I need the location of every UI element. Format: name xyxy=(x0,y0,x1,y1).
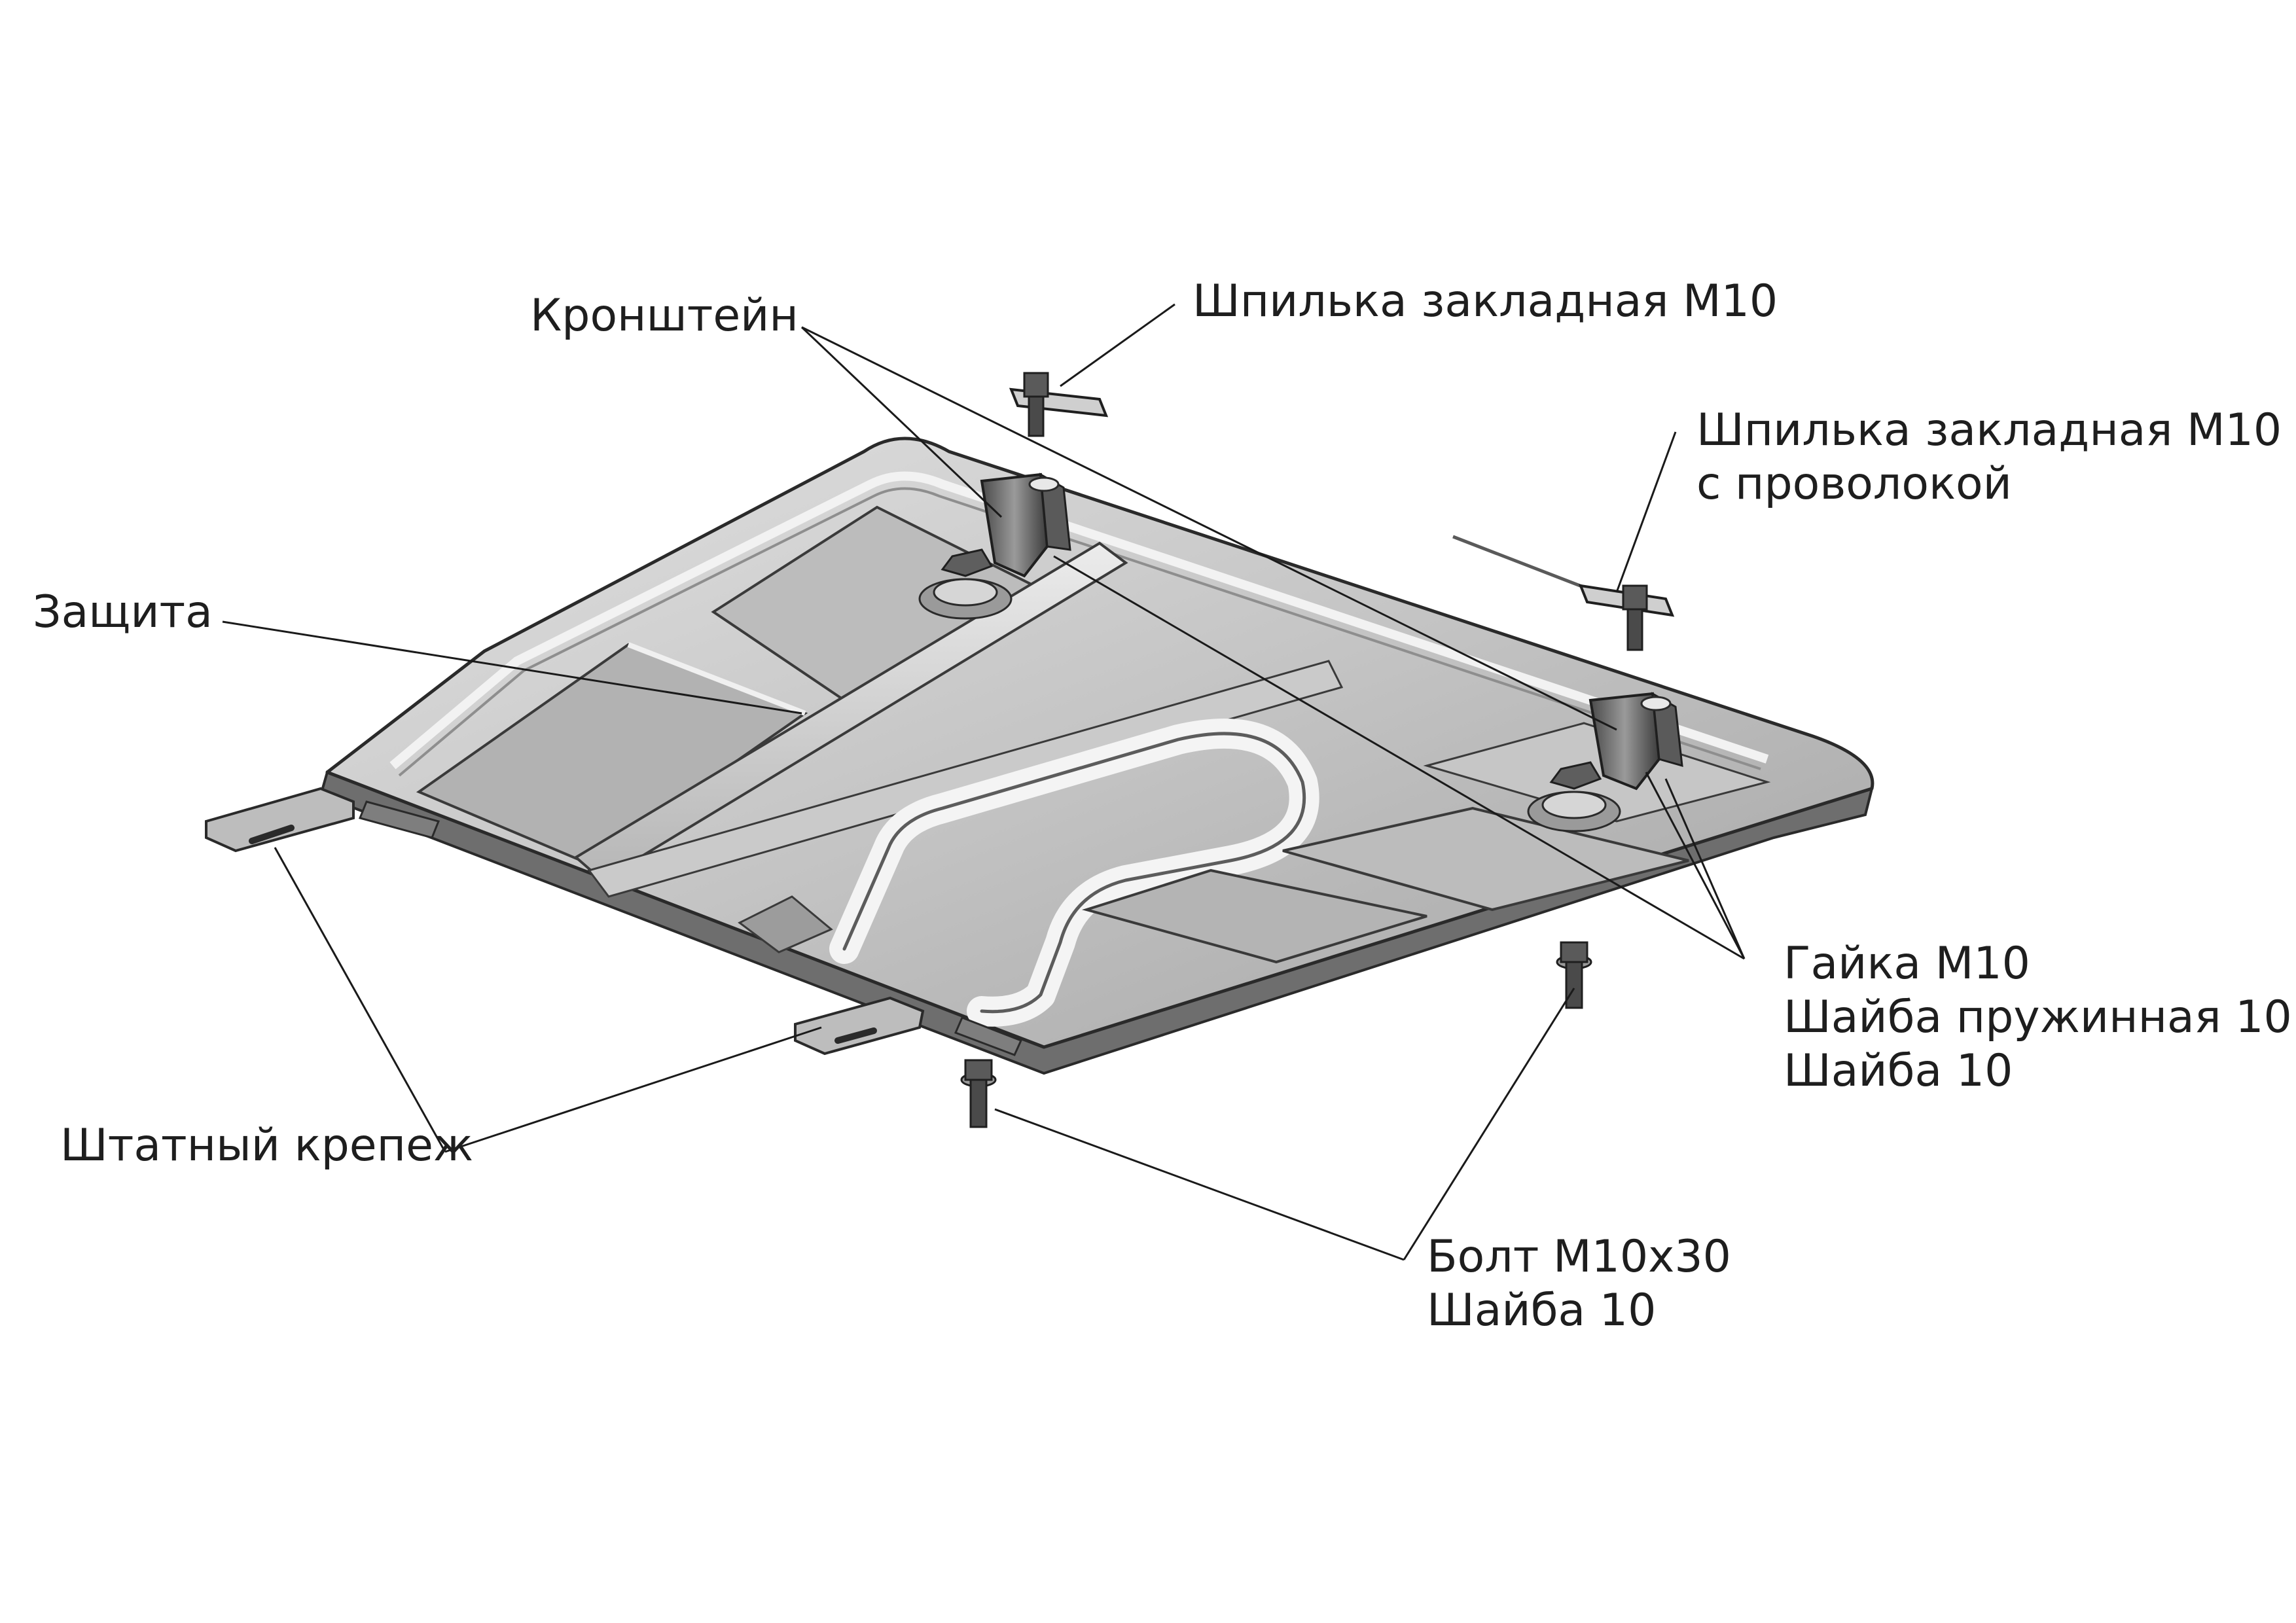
bolt-m10x30-left xyxy=(960,1059,997,1128)
stud-m10-part xyxy=(1009,372,1109,437)
label-stud-text: Шпилька закладная М10 xyxy=(1193,276,1778,327)
front-left-tab xyxy=(205,787,440,853)
right-bracket xyxy=(1527,692,1683,832)
leader-lines xyxy=(222,303,1746,1261)
label-bracket-text: Кронштейн xyxy=(530,290,798,342)
label-standard-fasteners-text: Штатный крепеж xyxy=(60,1120,474,1171)
label-standard-fasteners: Штатный крепеж xyxy=(60,1119,473,1173)
label-nut-line2: Шайба пружинная 10 xyxy=(1784,991,2292,1043)
label-stud-wire-line2: с проволокой xyxy=(1696,458,2012,510)
label-guard-text: Защита xyxy=(33,586,213,638)
label-nut-line1: Гайка М10 xyxy=(1784,938,2030,990)
label-bolt: Болт М10х30 Шайба 10 xyxy=(1427,1230,1731,1338)
label-bolt-line1: Болт М10х30 xyxy=(1427,1231,1731,1283)
label-bracket: Кронштейн xyxy=(530,289,798,343)
label-stud: Шпилька закладная М10 xyxy=(1193,275,1778,329)
bolt-m10x30-right xyxy=(1556,941,1592,1009)
label-nut-line3: Шайба 10 xyxy=(1784,1045,2013,1097)
left-bracket xyxy=(918,473,1071,620)
stud-m10-wire-part xyxy=(1452,535,1675,651)
label-stud-wire: Шпилька закладная М10 с проволокой xyxy=(1696,404,2282,511)
label-guard: Защита xyxy=(33,586,213,639)
guard-plate xyxy=(205,437,1874,1075)
label-bolt-line2: Шайба 10 xyxy=(1427,1285,1657,1336)
front-right-tab xyxy=(794,996,1023,1056)
label-nut-stack: Гайка М10 Шайба пружинная 10 Шайба 10 xyxy=(1784,937,2292,1098)
label-stud-wire-line1: Шпилька закладная М10 xyxy=(1696,404,2282,456)
